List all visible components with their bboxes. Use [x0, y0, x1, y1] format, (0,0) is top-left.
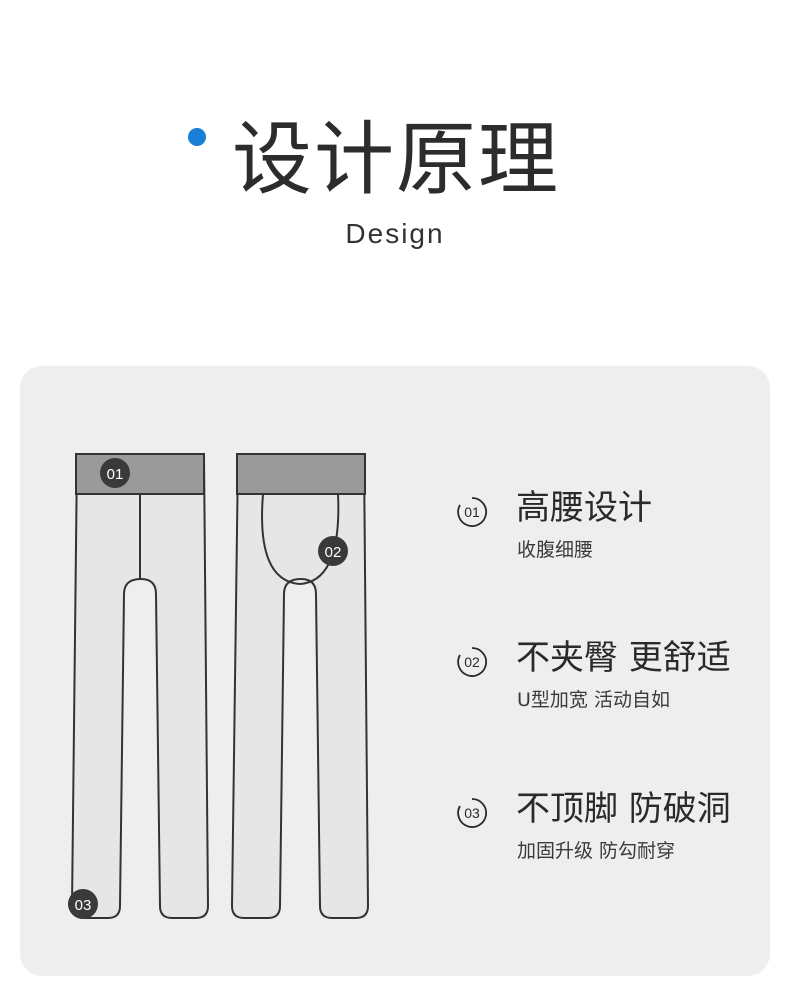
accent-dot: [188, 128, 206, 146]
feature-number: 03: [464, 805, 480, 821]
front-view-garment: 01 03: [68, 453, 210, 919]
design-panel: 01 03 02: [20, 366, 770, 976]
tights-diagram: 01 03 02: [68, 453, 370, 919]
feature-title: 不顶脚 防破洞: [516, 789, 731, 829]
page-subtitle: Design: [345, 218, 445, 249]
marker-03-label: 03: [75, 897, 92, 914]
numbered-badge-icon: 01: [457, 497, 488, 527]
marker-03: 03: [68, 889, 98, 919]
gusset-view-garment: 02: [230, 453, 370, 919]
feature-desc: U型加宽 活动自如: [517, 689, 670, 711]
marker-01: 01: [100, 458, 130, 488]
numbered-badge-icon: 02: [457, 647, 488, 677]
numbered-badge-icon: 03: [457, 798, 488, 828]
feature-number: 02: [464, 654, 480, 670]
page-title: 设计原理: [232, 113, 560, 206]
feature-title: 高腰设计: [516, 488, 652, 528]
feature-desc: 加固升级 防勾耐穿: [517, 840, 676, 862]
feature-desc: 收腹细腰: [517, 539, 594, 561]
marker-01-label: 01: [107, 466, 124, 483]
feature-title: 不夹臀 更舒适: [516, 638, 731, 678]
feature-number: 01: [464, 504, 480, 520]
marker-02-label: 02: [325, 544, 342, 561]
marker-02: 02: [318, 536, 348, 566]
